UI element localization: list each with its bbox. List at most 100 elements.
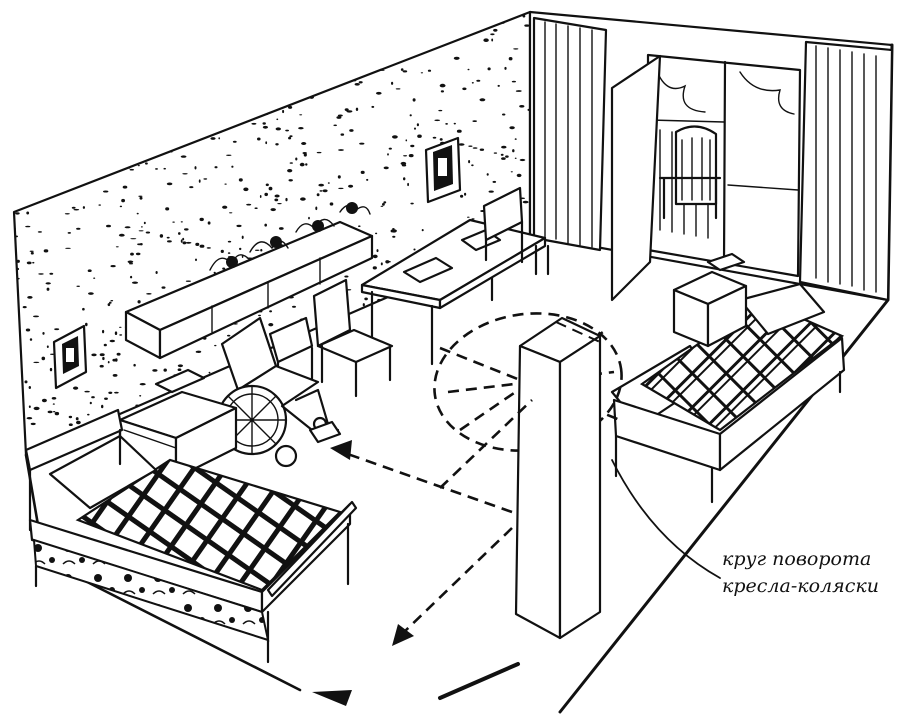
wall-speckle: [382, 203, 385, 206]
wall-speckle: [42, 31, 47, 34]
wall-speckle: [383, 201, 387, 204]
wall-speckle: [41, 398, 47, 403]
wall-speckle: [82, 206, 85, 209]
wall-speckle: [23, 14, 26, 18]
wall-speckle: [182, 241, 187, 245]
wall-speckle: [133, 120, 137, 123]
wall-speckle: [513, 48, 519, 50]
wall-speckle: [427, 69, 432, 72]
wall-speckle: [467, 68, 470, 71]
wall-speckle: [509, 126, 515, 130]
wall-speckle: [208, 371, 211, 374]
wall-speckle: [332, 55, 335, 58]
wall-speckle: [510, 171, 513, 173]
wall-speckle: [440, 393, 445, 396]
wall-speckle: [228, 119, 232, 122]
wall-speckle: [275, 143, 279, 146]
wall-speckle: [284, 52, 290, 56]
wall-speckle: [189, 186, 194, 189]
wall-speckle: [337, 114, 343, 117]
wall-speckle: [111, 136, 116, 139]
wall-speckle: [76, 227, 81, 230]
wall-speckle: [486, 286, 492, 289]
wall-speckle: [73, 95, 77, 98]
wall-speckle: [325, 406, 328, 409]
wall-speckle: [327, 43, 333, 47]
wall-speckle: [54, 184, 58, 187]
wall-speckle: [129, 157, 135, 160]
wall-speckle: [416, 123, 419, 127]
wall-speckle: [229, 48, 235, 51]
wall-speckle: [380, 205, 384, 207]
wall-speckle: [155, 31, 161, 34]
wall-speckle: [315, 447, 318, 450]
wall-speckle: [391, 229, 397, 233]
wall-speckle: [107, 138, 113, 141]
wall-speckle: [447, 383, 452, 386]
wall-speckle: [295, 157, 298, 161]
wall-speckle: [229, 212, 233, 214]
wall-speckle: [395, 88, 401, 90]
wall-speckle: [331, 390, 337, 393]
wall-speckle: [489, 301, 495, 305]
wall-speckle: [392, 228, 395, 230]
nightstand-right: [672, 252, 748, 348]
wall-speckle: [299, 114, 303, 116]
wall-speckle: [95, 50, 102, 53]
wall-speckle: [303, 153, 307, 157]
wall-speckle: [368, 435, 374, 439]
wall-speckle: [288, 136, 292, 140]
wall-speckle: [294, 441, 299, 445]
wall-speckle: [500, 363, 506, 365]
wall-speckle: [389, 390, 395, 394]
wall-speckle: [15, 277, 20, 280]
wall-speckle: [227, 334, 231, 337]
wall-speckle: [485, 24, 489, 26]
wall-speckle: [22, 306, 27, 309]
wall-speckle: [27, 194, 30, 197]
wall-speckle: [49, 367, 53, 372]
wall-speckle: [182, 173, 188, 175]
wall-speckle: [15, 406, 20, 408]
wall-speckle: [456, 129, 462, 133]
wall-speckle: [221, 110, 225, 112]
wall-speckle: [226, 154, 232, 156]
wall-speckle: [236, 224, 242, 228]
wall-speckle: [470, 432, 474, 436]
wall-speckle: [170, 29, 174, 32]
wall-speckle: [138, 104, 142, 108]
wall-speckle: [357, 430, 360, 433]
wall-speckle: [28, 386, 31, 389]
bed-right: [610, 282, 846, 504]
chair-front: [312, 278, 394, 398]
wall-speckle: [86, 104, 91, 107]
wall-speckle: [402, 70, 408, 73]
wall-speckle: [185, 241, 192, 244]
wall-speckle: [348, 184, 354, 188]
wall-speckle: [71, 206, 76, 209]
wall-speckle: [91, 396, 95, 399]
wall-speckle: [350, 14, 353, 17]
wall-speckle: [144, 54, 147, 58]
wall-speckle: [355, 12, 360, 15]
wall-speckle: [408, 154, 414, 158]
wall-speckle: [374, 307, 377, 310]
wall-speckle: [208, 51, 213, 54]
wall-speckle: [251, 122, 257, 125]
wall-speckle: [460, 404, 465, 407]
wall-speckle: [438, 109, 443, 112]
wall-speckle: [288, 179, 293, 182]
wall-speckle: [289, 444, 292, 446]
wall-speckle: [210, 24, 214, 27]
wall-speckle: [289, 162, 293, 164]
wall-speckle: [359, 142, 365, 145]
wall-speckle: [336, 116, 342, 119]
wall-speckle: [46, 345, 49, 349]
wall-speckle: [501, 412, 504, 416]
wall-picture-right: [424, 136, 462, 204]
wall-speckle: [41, 356, 46, 361]
wall-speckle: [483, 38, 489, 42]
wall-speckle: [99, 364, 104, 368]
wall-speckle: [167, 46, 172, 50]
